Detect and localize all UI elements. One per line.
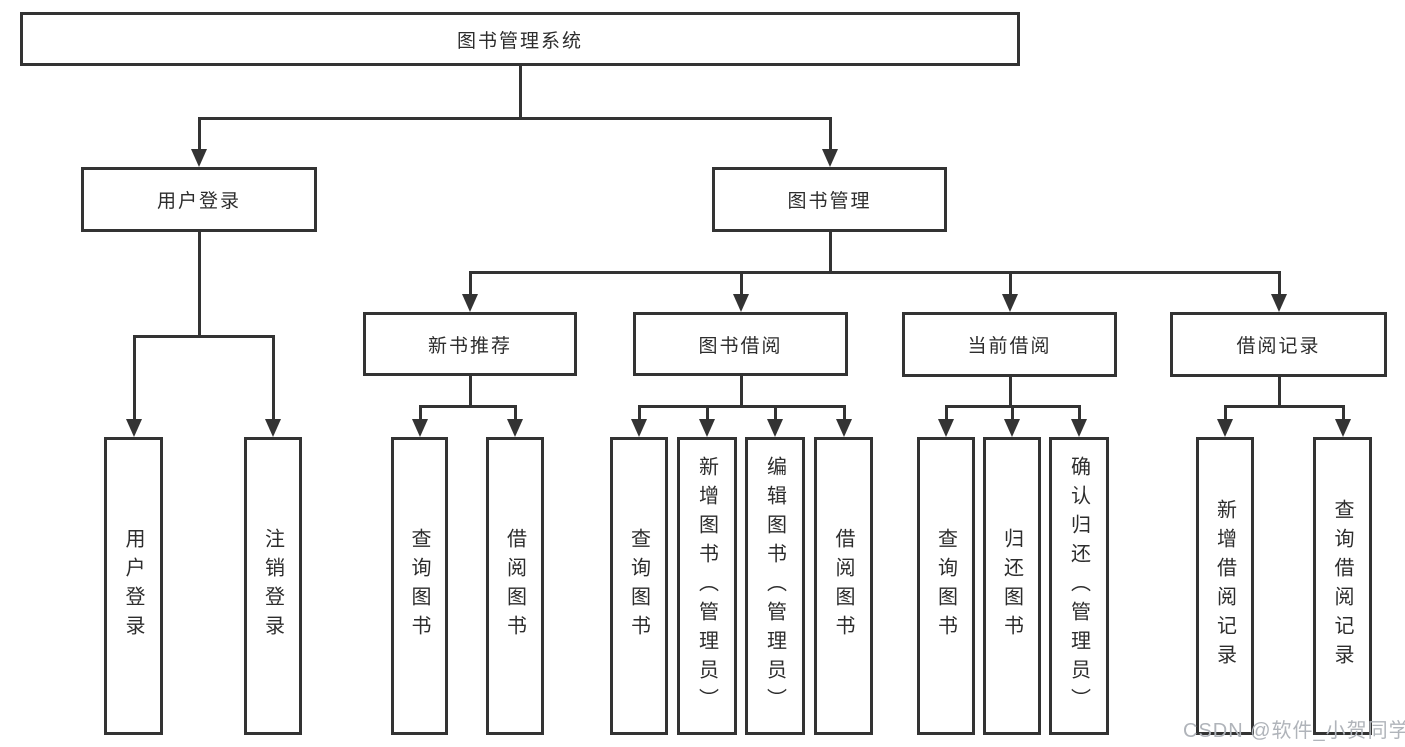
arrow-down-icon: [462, 294, 478, 312]
edge-vline: [519, 66, 522, 120]
node-root: 图书管理系统: [20, 12, 1020, 66]
edge-arrow-stem: [514, 405, 517, 423]
arrow-down-icon: [836, 419, 852, 437]
node-label: 归还图书: [1000, 528, 1023, 644]
node-label: 注销登录: [261, 528, 284, 644]
edge-arrow-stem: [469, 271, 472, 298]
edge-hline: [419, 405, 517, 408]
edge-vline: [198, 232, 201, 338]
node-borrow-records: 借阅记录: [1170, 312, 1387, 377]
arrow-down-icon: [631, 419, 647, 437]
csdn-watermark: CSDN @软件_小贺同学: [1183, 720, 1405, 742]
arrow-down-icon: [412, 419, 428, 437]
edge-arrow-stem: [198, 117, 201, 153]
node-label: 新书推荐: [427, 335, 512, 357]
node-label: 查询借阅记录: [1331, 499, 1353, 673]
node-add-borrow-record: 新增借阅记录: [1196, 437, 1254, 735]
node-label: 当前借阅: [967, 336, 1052, 357]
arrow-down-icon: [938, 419, 954, 437]
edge-arrow-stem: [740, 271, 743, 298]
node-label: 确认归还（管理员）: [1067, 455, 1090, 717]
node-current-borrow: 当前借阅: [902, 312, 1117, 377]
node-query-books-3: 查询图书: [917, 437, 975, 735]
node-book-mgmt: 图书管理: [712, 167, 947, 232]
edge-arrow-stem: [1278, 271, 1281, 298]
node-user-login-menu: 用户登录: [81, 167, 317, 232]
edge-arrow-stem: [1009, 271, 1012, 298]
edge-hline: [638, 405, 846, 408]
edge-arrow-stem: [638, 405, 641, 423]
arrow-down-icon: [1335, 419, 1351, 437]
node-label: 新增借阅记录: [1213, 499, 1236, 673]
arrow-down-icon: [126, 419, 142, 437]
node-label: 借阅图书: [503, 528, 526, 644]
node-return-books: 归还图书: [983, 437, 1041, 735]
edge-arrow-stem: [1224, 405, 1227, 423]
node-label: 借阅记录: [1236, 336, 1321, 357]
node-confirm-return-admin: 确认归还（管理员）: [1049, 437, 1109, 735]
node-label: 用户登录: [122, 528, 144, 644]
node-label: 图书管理系统: [456, 30, 583, 52]
edge-arrow-stem: [843, 405, 846, 423]
arrow-down-icon: [733, 294, 749, 312]
node-label: 借阅图书: [832, 528, 854, 644]
arrow-down-icon: [767, 419, 783, 437]
arrow-down-icon: [1217, 419, 1233, 437]
edge-arrow-stem: [1011, 405, 1014, 423]
arrow-down-icon: [507, 419, 523, 437]
node-book-borrow: 图书借阅: [633, 312, 848, 376]
node-label: 图书借阅: [698, 335, 783, 357]
arrow-down-icon: [822, 149, 838, 167]
arrow-down-icon: [1271, 294, 1287, 312]
arrow-down-icon: [1002, 294, 1018, 312]
arrow-down-icon: [191, 149, 207, 167]
node-borrow-books-1: 借阅图书: [486, 437, 544, 735]
edge-arrow-stem: [272, 335, 275, 423]
node-label: 查询图书: [934, 528, 957, 644]
edge-vline: [740, 376, 743, 408]
edge-vline: [1278, 377, 1281, 408]
arrow-down-icon: [265, 419, 281, 437]
node-label: 编辑图书（管理员）: [763, 455, 786, 717]
node-add-books-admin: 新增图书（管理员）: [677, 437, 737, 735]
edge-hline: [1224, 405, 1345, 408]
node-label: 查询图书: [408, 528, 430, 644]
node-new-book-rec: 新书推荐: [363, 312, 577, 376]
edge-hline: [133, 335, 275, 338]
arrow-down-icon: [699, 419, 715, 437]
node-logout: 注销登录: [244, 437, 302, 735]
edge-hline: [469, 271, 1281, 274]
edge-arrow-stem: [133, 335, 136, 423]
edge-arrow-stem: [774, 405, 777, 423]
arrow-down-icon: [1071, 419, 1087, 437]
node-user-login: 用户登录: [104, 437, 163, 735]
edge-arrow-stem: [829, 117, 832, 153]
edge-hline: [198, 117, 832, 120]
node-query-books-2: 查询图书: [610, 437, 668, 735]
node-query-books-1: 查询图书: [391, 437, 448, 735]
node-label: 用户登录: [156, 191, 241, 212]
node-query-borrow-record: 查询借阅记录: [1313, 437, 1372, 735]
edge-arrow-stem: [945, 405, 948, 423]
node-label: 新增图书（管理员）: [695, 455, 718, 717]
edge-vline: [469, 376, 472, 408]
edge-arrow-stem: [706, 405, 709, 423]
node-borrow-books-2: 借阅图书: [814, 437, 873, 735]
edge-arrow-stem: [1078, 405, 1081, 423]
edge-vline: [1009, 377, 1012, 408]
edge-vline: [829, 232, 832, 274]
edge-arrow-stem: [419, 405, 422, 423]
node-edit-books-admin: 编辑图书（管理员）: [745, 437, 805, 735]
edge-arrow-stem: [1342, 405, 1345, 423]
node-label: 图书管理: [787, 191, 872, 212]
arrow-down-icon: [1004, 419, 1020, 437]
node-label: 查询图书: [627, 528, 650, 644]
